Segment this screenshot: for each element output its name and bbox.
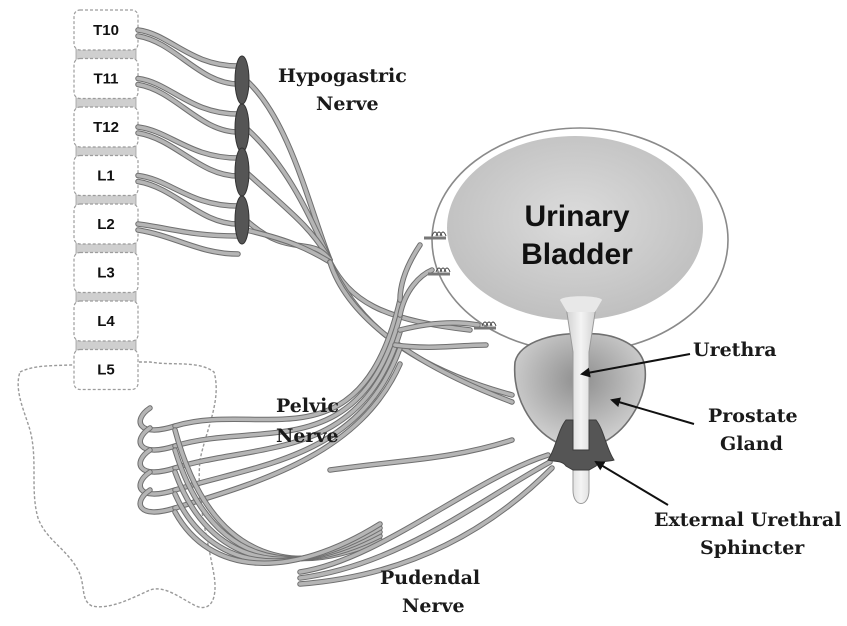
urethra-funnel	[560, 296, 602, 312]
urethra-label: Urethra	[693, 339, 777, 361]
nerve-fiber-outline	[138, 36, 238, 84]
hypogastric-label-line1: Hypogastric	[278, 65, 407, 87]
hypogastric-label-line2: Nerve	[316, 93, 379, 115]
pudendal-label-line2: Nerve	[402, 595, 465, 617]
bladder-label-line2: Bladder	[521, 238, 633, 271]
vertebra-label: T10	[93, 22, 119, 39]
ganglion	[235, 56, 249, 104]
vertebra-label: L5	[97, 362, 115, 379]
vertebra-label: L3	[97, 265, 115, 282]
pudendal-label-line1: Pudendal	[380, 567, 480, 589]
prostate-label-line1: Prostate	[708, 405, 798, 427]
sphincter-label-line2: Sphincter	[700, 537, 805, 559]
vertebra-label: T11	[93, 71, 118, 88]
hypogastric-ganglia	[235, 56, 249, 244]
vertebra-label: T12	[93, 119, 119, 136]
nerve-fiber-outline	[138, 85, 238, 133]
nerve-fiber	[330, 440, 512, 470]
vertebra-label: L2	[97, 216, 115, 233]
pelvic-label-line2: Nerve	[276, 425, 339, 447]
vertebra-label: L1	[97, 168, 115, 185]
vertebra-label: L4	[97, 313, 115, 330]
bladder-label-line1: Urinary	[524, 200, 629, 233]
nerve-fiber	[395, 345, 486, 347]
sphincter-label-line1: External Urethral	[654, 509, 841, 531]
ganglion	[235, 104, 249, 152]
sphincter-arrow	[596, 462, 668, 505]
nerve-fiber	[138, 176, 238, 207]
prostate-label-line2: Gland	[720, 433, 783, 455]
ganglion	[235, 148, 249, 196]
pelvic-label-line1: Pelvic	[276, 395, 339, 417]
ganglion	[235, 196, 249, 244]
